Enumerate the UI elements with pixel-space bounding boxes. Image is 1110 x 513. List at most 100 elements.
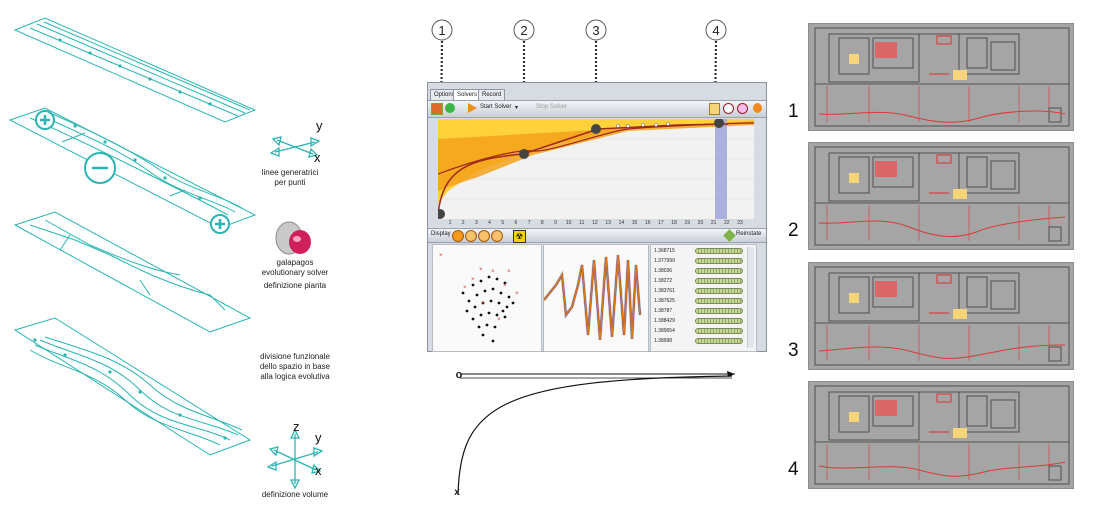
axis-label-y-2: y xyxy=(315,430,322,445)
display-mode-2-icon[interactable] xyxy=(465,230,477,242)
population-point xyxy=(477,325,481,329)
floor-plan-4 xyxy=(808,381,1074,489)
marker-1-label: 1 xyxy=(438,23,446,38)
marker-4-circle xyxy=(705,19,727,41)
fitness-row[interactable]: 1.387625 xyxy=(653,297,745,306)
x-tick: 12 xyxy=(592,220,598,226)
population-cross: × xyxy=(481,301,485,307)
label-definizione-pianta: definizione pianta xyxy=(263,281,327,290)
start-solver-button[interactable]: Start Solver xyxy=(480,104,512,110)
x-tick: 22 xyxy=(724,220,730,226)
axis-label-x-1: x xyxy=(314,150,321,165)
fitness-value: 1.368715 xyxy=(654,248,675,254)
play-icon[interactable] xyxy=(468,103,477,113)
fitness-row[interactable]: 1.38998 xyxy=(653,337,745,346)
reinstate-button[interactable]: Reinstate xyxy=(736,231,762,237)
population-cross: × xyxy=(471,277,475,283)
fitness-row[interactable]: 1.383761 xyxy=(653,287,745,296)
fitness-value: 1.389654 xyxy=(654,328,675,334)
curve-label-top: o xyxy=(455,369,463,381)
population-point xyxy=(465,309,469,313)
marker-2-circle xyxy=(513,19,535,41)
population-point xyxy=(507,295,511,299)
fitness-list: 1.368715 1.377999 1.38036 1.38272 1.383761 1.… xyxy=(650,244,757,352)
fitness-row[interactable]: 1.377999 xyxy=(653,257,745,266)
population-cross: × xyxy=(491,269,495,275)
display-label: Display xyxy=(431,231,451,237)
population-point xyxy=(481,301,485,305)
stop-solver-button[interactable]: Stop Solver xyxy=(536,104,568,110)
population-point xyxy=(503,281,507,285)
fitness-list-scrollbar[interactable] xyxy=(747,247,754,348)
genome-bar xyxy=(695,268,743,274)
radiation-icon[interactable]: ☢ xyxy=(513,230,526,243)
genome-bar xyxy=(695,318,743,324)
population-point xyxy=(485,323,489,327)
record-icon[interactable] xyxy=(709,103,720,115)
fitness-value: 1.383761 xyxy=(654,288,675,294)
orange-ball-icon[interactable] xyxy=(753,103,762,113)
graph-point-2 xyxy=(519,149,529,159)
x-tick: 13 xyxy=(605,220,611,226)
population-point xyxy=(491,287,495,291)
display-mode-1-icon[interactable] xyxy=(452,230,464,242)
xyz-arrows-icon xyxy=(266,428,324,490)
population-point xyxy=(505,305,509,309)
population-point xyxy=(499,291,503,295)
population-point xyxy=(503,315,507,319)
gauge-icon[interactable] xyxy=(737,103,748,114)
fitness-row[interactable]: 1.38036 xyxy=(653,267,745,276)
fitness-best-line xyxy=(438,123,729,215)
x-tick: 5 xyxy=(501,220,505,226)
display-mode-3-icon[interactable] xyxy=(478,230,490,242)
fitness-row[interactable]: 1.38272 xyxy=(653,277,745,286)
axis-label-x-2: x xyxy=(315,463,322,478)
fitness-value: 1.38036 xyxy=(654,268,673,274)
x-tick: 1 xyxy=(448,220,452,226)
display-mode-4-icon[interactable] xyxy=(491,230,503,242)
population-point xyxy=(471,283,475,287)
population-point xyxy=(479,313,483,317)
x-tick: 23 xyxy=(737,220,743,226)
plan-number-2: 2 xyxy=(788,220,799,241)
x-tick: 20 xyxy=(697,220,704,226)
x-tick: 17 xyxy=(658,220,664,226)
galapagos-logo-icon xyxy=(275,221,311,255)
genome-graph xyxy=(543,244,649,352)
population-point xyxy=(483,289,487,293)
label-evolutionary-solver: evolutionary solver xyxy=(261,268,329,277)
fitness-row[interactable]: 1.368715 xyxy=(653,247,745,256)
xy-arrows-icon xyxy=(269,136,321,158)
start-dropdown-icon[interactable]: ▾ xyxy=(515,105,519,111)
fitness-row[interactable]: 1.389654 xyxy=(653,327,745,336)
population-point xyxy=(467,299,471,303)
solver-settings-icon[interactable] xyxy=(431,103,443,115)
population-point xyxy=(493,325,497,329)
x-tick: 3 xyxy=(474,220,478,226)
run-green-icon[interactable] xyxy=(445,103,455,113)
floor-plan-2 xyxy=(808,142,1074,250)
population-point xyxy=(489,299,493,303)
x-tick: 16 xyxy=(644,220,651,226)
population-point xyxy=(511,301,515,305)
fitness-value: 1.377999 xyxy=(654,258,675,264)
curve-label-bottom: x xyxy=(454,487,460,498)
tab-record[interactable]: Record xyxy=(478,89,506,101)
galapagos-solver-window: Options Solvers Record Start Solver ▾ St… xyxy=(427,82,767,352)
population-point xyxy=(461,291,465,295)
label-linee-generatrici: linee generatrici per punti xyxy=(261,168,319,187)
marker-3-circle xyxy=(585,19,607,41)
genome-bar xyxy=(695,308,743,314)
fitness-value: 1.38272 xyxy=(654,278,673,284)
plan-number-3: 3 xyxy=(788,340,799,361)
fitness-row[interactable]: 1.38787 xyxy=(653,307,745,316)
floor-plan-3 xyxy=(808,262,1074,370)
population-cross: × xyxy=(515,291,519,297)
fitness-row[interactable]: 1.388429 xyxy=(653,317,745,326)
clock-icon[interactable] xyxy=(723,103,734,114)
population-point xyxy=(481,333,485,337)
genome-bar xyxy=(695,338,743,344)
fitness-value: 1.38998 xyxy=(654,338,673,344)
x-tick: 14 xyxy=(618,220,625,226)
